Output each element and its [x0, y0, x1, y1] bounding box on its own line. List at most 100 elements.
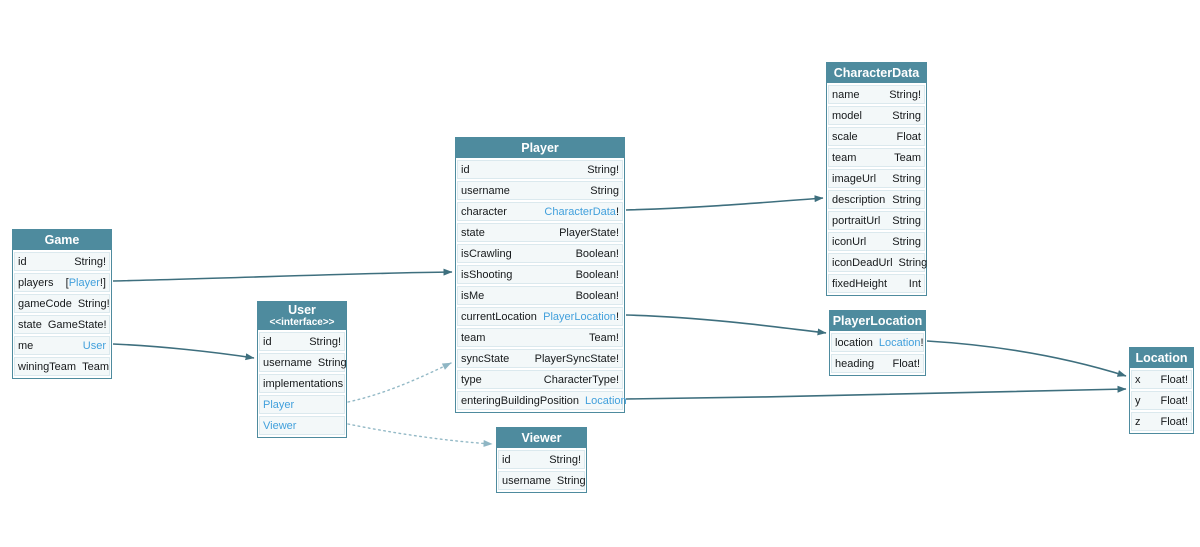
- edge-player-currentlocation-to-playerlocation: [625, 314, 827, 336]
- field-row-characterdata-description: description String: [828, 190, 925, 209]
- table-title-user[interactable]: User<<interface>>: [258, 302, 346, 330]
- field-type[interactable]: PlayerLocation!: [543, 311, 619, 323]
- type-link-player[interactable]: Player: [263, 398, 295, 411]
- field-name: portraitUrl: [832, 214, 881, 227]
- field-name: username: [461, 184, 510, 197]
- field-type: Int: [908, 277, 921, 290]
- implementation-link-viewer[interactable]: Viewer: [259, 416, 345, 435]
- table-title-game[interactable]: Game: [13, 230, 111, 250]
- field-name: id: [461, 163, 470, 176]
- field-name: description: [832, 193, 886, 206]
- field-name: heading: [835, 357, 875, 370]
- field-type: Boolean!: [575, 289, 619, 302]
- field-name: state: [461, 226, 485, 239]
- field-name: name: [832, 88, 860, 101]
- type-link-viewer[interactable]: Viewer: [263, 419, 297, 432]
- field-name: location: [835, 336, 873, 349]
- field-row-game-winingteam: winingTeam Team: [14, 357, 110, 376]
- field-name: isShooting: [461, 268, 513, 281]
- field-row-player-enteringbuildingposition[interactable]: enteringBuildingPosition Location: [457, 391, 627, 410]
- table-title-viewer[interactable]: Viewer: [497, 428, 586, 448]
- field-name: iconDeadUrl: [832, 256, 893, 269]
- edge-game-players-to-player: [112, 268, 453, 282]
- field-row-player-syncstate: syncState PlayerSyncState!: [457, 349, 623, 368]
- field-name: model: [832, 109, 862, 122]
- field-name: iconUrl: [832, 235, 867, 248]
- type-link-location[interactable]: Location: [585, 394, 627, 407]
- edge-game-me-to-user: [112, 343, 255, 361]
- field-row-playerlocation-location[interactable]: location Location!: [831, 333, 924, 352]
- field-type: String!: [587, 163, 619, 176]
- field-row-game-players[interactable]: players [Player!]: [14, 273, 110, 292]
- field-type: PlayerSyncState!: [534, 352, 619, 365]
- field-type: Boolean!: [575, 247, 619, 260]
- table-title-playerlocation[interactable]: PlayerLocation: [830, 311, 925, 331]
- edge-player-character-to-characterdata: [625, 195, 824, 211]
- field-type: Float: [896, 130, 921, 143]
- field-type[interactable]: Location: [585, 395, 627, 407]
- field-type: String: [892, 235, 921, 248]
- edge-player-enteringbuildingposition-to-location: [625, 385, 1127, 400]
- edge-user-player-to-player: [347, 362, 452, 403]
- table-title-player[interactable]: Player: [456, 138, 624, 158]
- field-row-playerlocation-heading: heading Float!: [831, 354, 924, 373]
- field-type: String: [590, 184, 619, 197]
- implementation-link-player[interactable]: Player: [259, 395, 345, 414]
- type-link-player[interactable]: Player: [68, 276, 100, 289]
- type-suffix: !: [615, 310, 619, 323]
- field-name: syncState: [461, 352, 510, 365]
- field-name: id: [18, 255, 27, 268]
- field-type[interactable]: [Player!]: [66, 277, 106, 289]
- table-title-location[interactable]: Location: [1130, 348, 1193, 368]
- type-table-playerlocation[interactable]: PlayerLocation location Location! heading Fl…: [829, 310, 926, 376]
- field-name: state: [18, 318, 42, 331]
- field-name: winingTeam: [18, 360, 77, 373]
- type-link-characterdata[interactable]: CharacterData: [544, 205, 616, 218]
- type-link-playerlocation[interactable]: PlayerLocation: [543, 310, 616, 323]
- field-type[interactable]: Location!: [879, 337, 924, 349]
- field-type: String: [892, 193, 921, 206]
- table-title-characterdata[interactable]: CharacterData: [827, 63, 926, 83]
- field-name: enteringBuildingPosition: [461, 394, 580, 407]
- field-type: String!: [549, 453, 581, 466]
- field-name: username: [263, 356, 312, 369]
- type-suffix: !]: [99, 276, 106, 289]
- field-type[interactable]: CharacterData!: [544, 206, 619, 218]
- edge-playerlocation-location-to-location: [926, 340, 1127, 377]
- field-type: Team: [82, 360, 109, 373]
- field-name: id: [263, 335, 272, 348]
- field-type: Boolean!: [575, 268, 619, 281]
- type-link-user[interactable]: User: [82, 339, 106, 352]
- implementations-label-row: implementations: [259, 374, 345, 393]
- type-link-location[interactable]: Location: [878, 336, 921, 349]
- field-type: Float!: [1160, 373, 1188, 386]
- field-name: players: [18, 276, 54, 289]
- field-name: y: [1135, 394, 1141, 407]
- field-row-player-username: username String: [457, 181, 623, 200]
- field-type: Float!: [892, 357, 920, 370]
- edge-user-viewer-to-viewer: [347, 423, 493, 447]
- field-type: PlayerState!: [559, 226, 619, 239]
- field-type[interactable]: User: [83, 340, 106, 352]
